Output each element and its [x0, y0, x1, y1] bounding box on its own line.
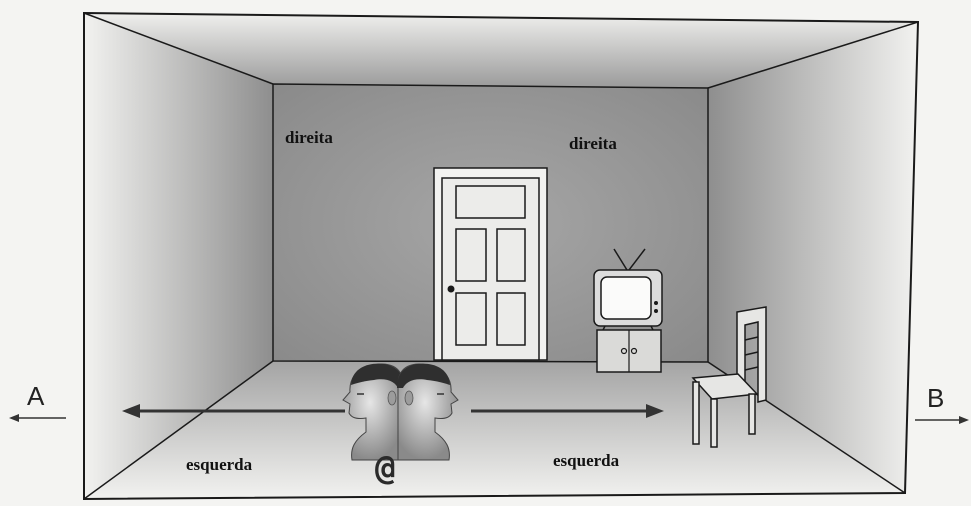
arrow-left-icon — [122, 404, 345, 418]
two-heads-icon — [342, 363, 459, 461]
label-back-wall-right: direita — [569, 134, 617, 153]
door-icon — [433, 167, 548, 361]
side-arrow-b-icon — [915, 416, 969, 424]
label-floor-left: esquerda — [186, 455, 253, 474]
ceiling — [84, 13, 918, 88]
door-knob — [447, 285, 455, 293]
label-side-b: B — [927, 383, 944, 413]
chair-icon — [691, 306, 767, 448]
arrow-right-icon — [471, 404, 664, 418]
left-wall — [84, 13, 273, 499]
at-symbol-icon: @ — [375, 448, 395, 488]
label-floor-right: esquerda — [553, 451, 620, 470]
tv-cabinet — [596, 329, 662, 373]
side-arrow-a-icon — [9, 414, 66, 422]
label-side-a: A — [27, 381, 45, 411]
head-left — [342, 363, 404, 461]
label-back-wall-left: direita — [285, 128, 333, 147]
television-icon — [593, 248, 663, 331]
head-right — [397, 363, 459, 461]
